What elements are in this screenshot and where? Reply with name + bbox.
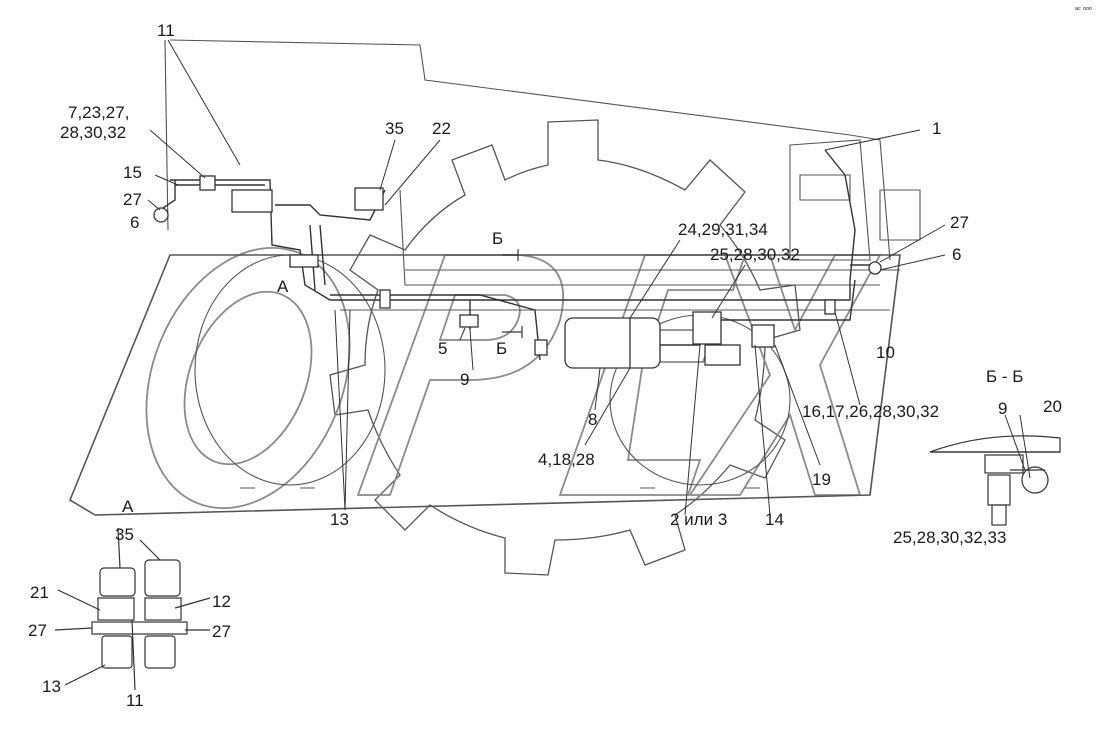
- callout-27-left: 27: [123, 190, 142, 209]
- callout-13-detail: 13: [42, 677, 61, 696]
- callout-6-right: 6: [952, 245, 961, 264]
- corner-mark: ᵃᶜ ᵒᵒᵒ: [1075, 5, 1092, 14]
- callout-19: 19: [812, 470, 831, 489]
- callout-27-detail-left: 27: [28, 621, 47, 640]
- orex-watermark: [145, 246, 882, 510]
- callout-6-left: 6: [130, 213, 139, 232]
- callout-2-ili-3: 2 или 3: [670, 510, 727, 529]
- callout-11-detail: 11: [126, 691, 144, 710]
- callout-35-top: 35: [385, 119, 404, 138]
- callout-5: 5: [438, 339, 447, 358]
- callout-35-detail: 35: [115, 525, 134, 544]
- callout-25-28-30-32-33: 25,28,30,32,33: [893, 528, 1006, 547]
- detail-a: [54, 527, 211, 691]
- callout-14: 14: [765, 510, 784, 529]
- callout-20: 20: [1043, 397, 1062, 416]
- callout-25-28-30-32: 25,28,30,32: [710, 245, 800, 264]
- callout-27-right: 27: [950, 213, 969, 232]
- components: [153, 175, 882, 369]
- section-mark-b-top: Б: [492, 229, 503, 248]
- callout-a: A: [277, 277, 289, 296]
- gear-watermark: [329, 119, 801, 576]
- section-mark-b-bottom: Б: [496, 339, 507, 358]
- leader-lines: [147, 39, 1031, 516]
- callout-9-section: 9: [998, 399, 1007, 418]
- callout-27-detail-right: 27: [212, 622, 231, 641]
- section-arrows: [502, 249, 523, 338]
- valve-block: [231, 189, 273, 213]
- callout-15: 15: [123, 163, 142, 182]
- callout-7-23-27: 7,23,27,: [68, 103, 129, 122]
- callout-11-top: 11: [157, 21, 175, 40]
- callout-21: 21: [30, 583, 49, 602]
- callout-10: 10: [876, 343, 895, 362]
- air-receiver: [564, 317, 661, 369]
- machine-outline: [69, 39, 921, 516]
- section-b-b: [929, 435, 1061, 526]
- callout-4-18-28: 4,18,28: [538, 450, 595, 469]
- detail-title-a: А: [122, 497, 134, 516]
- callout-22: 22: [432, 119, 451, 138]
- callout-24-29-31-34: 24,29,31,34: [678, 220, 768, 239]
- pressure-regulator: [692, 311, 722, 345]
- callout-1: 1: [932, 119, 941, 138]
- callout-8: 8: [588, 410, 597, 429]
- callout-9-main: 9: [460, 370, 469, 389]
- callout-13-main: 13: [330, 510, 349, 529]
- section-title-b-b: Б - Б: [986, 367, 1023, 386]
- callout-16-17-26: 16,17,26,28,30,32: [802, 402, 939, 421]
- callout-labels: 11 7,23,27, 28,30,32 15 27 6 35 22 1 27 …: [28, 5, 1092, 710]
- callout-28-30-32-left: 28,30,32: [60, 123, 126, 142]
- callout-12: 12: [212, 592, 231, 611]
